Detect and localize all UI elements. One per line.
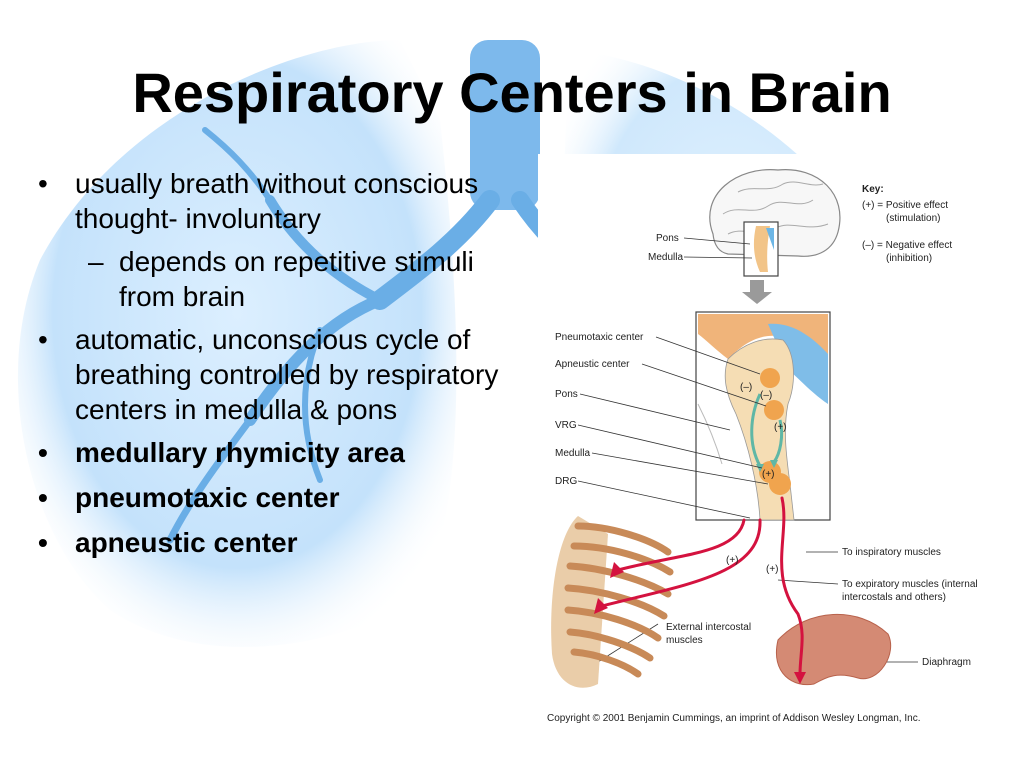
sign-plus-2: (+) bbox=[762, 469, 775, 480]
bullet-item: • usually breath without conscious though… bbox=[36, 166, 526, 236]
label-medulla-top: Medulla bbox=[648, 252, 683, 263]
key-positive-line1: (+) = Positive effect bbox=[862, 200, 948, 211]
key-negative-line2: (inhibition) bbox=[886, 253, 932, 264]
label-to-expiratory-muscles-line1: To expiratory muscles (internal bbox=[842, 579, 978, 590]
diaphragm-image bbox=[776, 614, 890, 684]
sign-minus-2: (–) bbox=[760, 390, 772, 401]
brainstem-section-image bbox=[696, 312, 830, 520]
bullet-marker: • bbox=[38, 435, 48, 470]
label-to-inspiratory-muscles: To inspiratory muscles bbox=[842, 547, 941, 558]
label-medulla: Medulla bbox=[555, 448, 590, 459]
sign-plus-1: (+) bbox=[774, 422, 787, 433]
label-pneumotaxic-center: Pneumotaxic center bbox=[555, 332, 644, 343]
bullet-marker: • bbox=[38, 525, 48, 560]
key-negative-line1: (–) = Negative effect bbox=[862, 240, 952, 251]
respiratory-centers-figure: Key: (+) = Positive effect (stimulation)… bbox=[538, 154, 990, 734]
bullet-text: pneumotaxic center bbox=[75, 482, 340, 513]
sub-bullet-item: –depends on repetitive stimuli from brai… bbox=[36, 244, 526, 314]
down-arrow-icon bbox=[742, 280, 772, 304]
bullet-text: depends on repetitive stimuli from brain bbox=[119, 246, 474, 312]
sign-minus-1: (–) bbox=[740, 382, 752, 393]
label-pons: Pons bbox=[555, 389, 578, 400]
bullet-marker: • bbox=[38, 166, 48, 201]
label-pons-top: Pons bbox=[656, 233, 679, 244]
copyright-notice: Copyright © 2001 Benjamin Cummings, an i… bbox=[547, 713, 920, 724]
key-positive-line2: (stimulation) bbox=[886, 213, 940, 224]
sign-plus-4: (+) bbox=[766, 564, 779, 575]
bullet-text: usually breath without conscious thought… bbox=[75, 168, 478, 234]
bullet-text: automatic, unconscious cycle of breathin… bbox=[75, 324, 498, 425]
bullet-marker: • bbox=[38, 322, 48, 357]
bullet-item: • medullary rhymicity area bbox=[36, 435, 526, 470]
sign-plus-3: (+) bbox=[726, 555, 739, 566]
brain-outline-image bbox=[710, 170, 840, 304]
dash-marker: – bbox=[88, 244, 104, 279]
bullet-text: medullary rhymicity area bbox=[75, 437, 405, 468]
ribcage-image bbox=[551, 516, 670, 688]
bullet-text: apneustic center bbox=[75, 527, 298, 558]
key-title: Key: bbox=[862, 184, 884, 195]
bullet-item: • apneustic center bbox=[36, 525, 526, 560]
label-to-expiratory-muscles-line2: intercostals and others) bbox=[842, 592, 946, 603]
label-external-intercostal-line1: External intercostal bbox=[666, 622, 751, 633]
bullet-item: • pneumotaxic center bbox=[36, 480, 526, 515]
label-vrg: VRG bbox=[555, 420, 577, 431]
label-external-intercostal-line2: muscles bbox=[666, 635, 703, 646]
bullet-list: • usually breath without conscious though… bbox=[36, 166, 526, 570]
figure-drawing: Key: (+) = Positive effect (stimulation)… bbox=[538, 154, 990, 734]
bullet-marker: • bbox=[38, 480, 48, 515]
label-drg: DRG bbox=[555, 476, 577, 487]
bullet-item: • automatic, unconscious cycle of breathi… bbox=[36, 322, 526, 427]
label-diaphragm: Diaphragm bbox=[922, 657, 971, 668]
label-apneustic-center: Apneustic center bbox=[555, 359, 630, 370]
slide-title: Respiratory Centers in Brain bbox=[0, 62, 1024, 124]
